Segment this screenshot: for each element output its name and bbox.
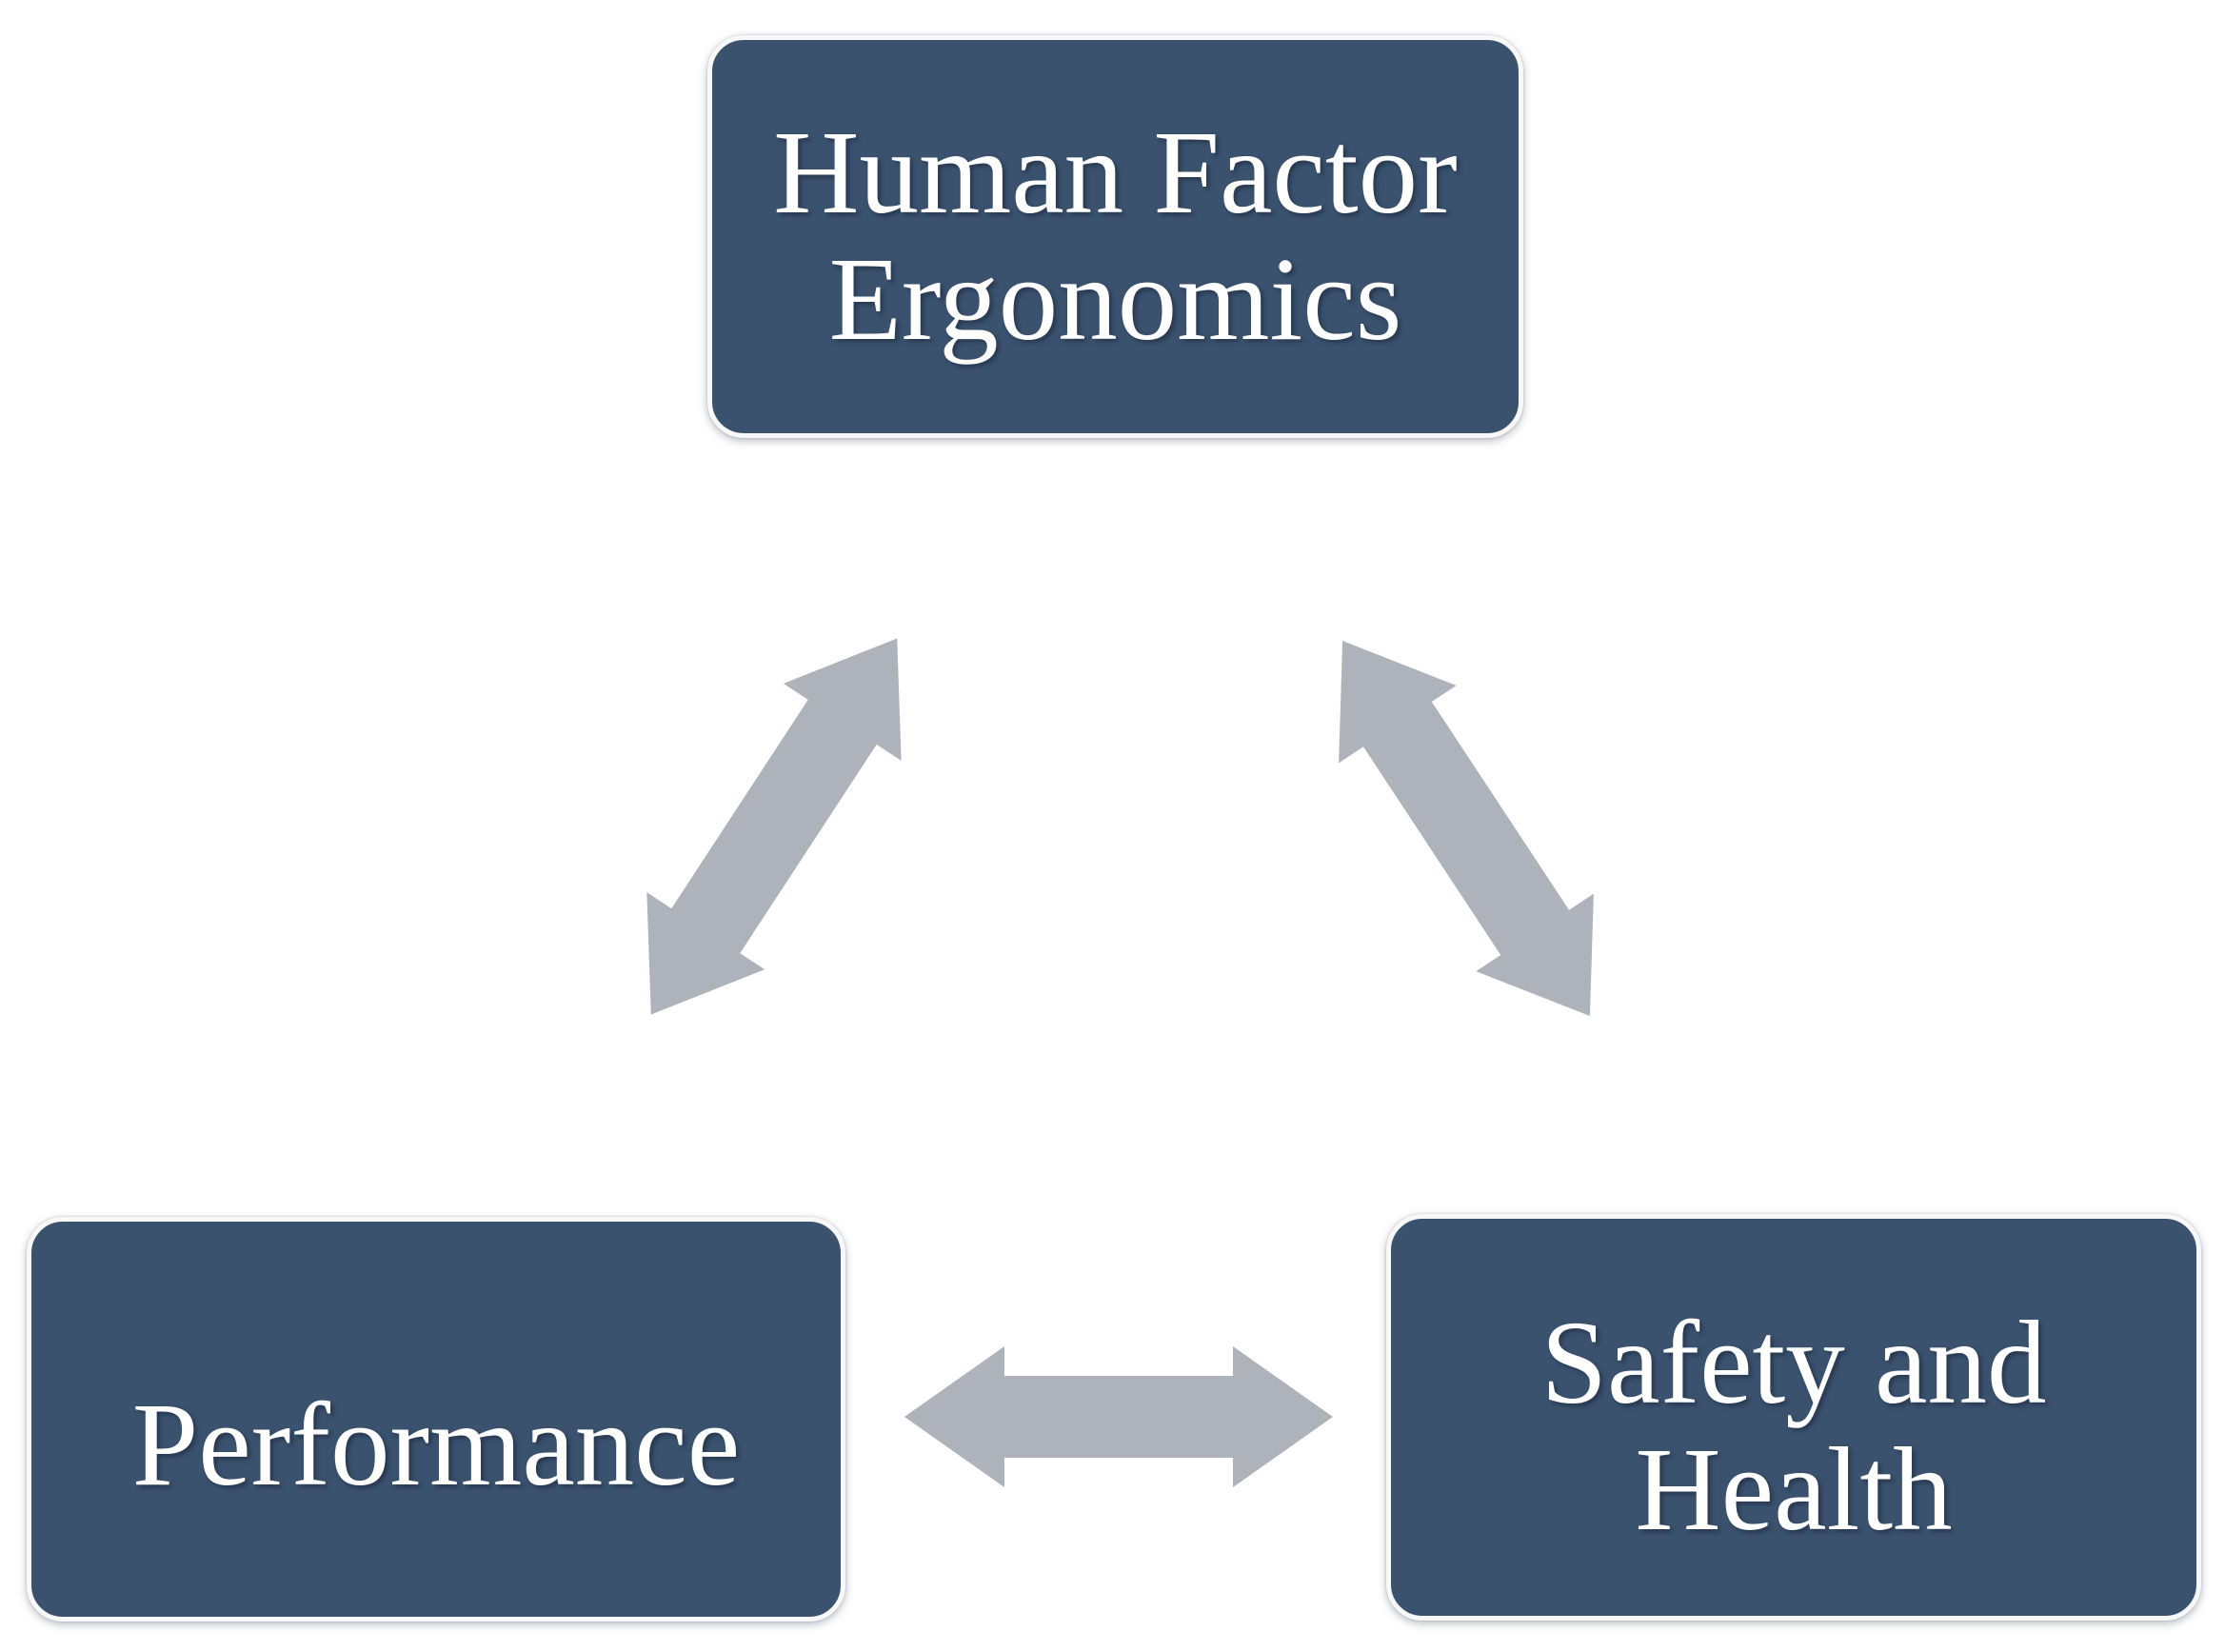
double-arrow-icon (646, 638, 902, 1015)
double-arrow-shape (646, 638, 902, 1015)
connector-hfe-performance (587, 597, 961, 1057)
double-arrow-icon (1339, 640, 1594, 1017)
double-arrow-shape (1339, 640, 1594, 1017)
double-arrow-shape (904, 1346, 1333, 1487)
node-performance: Performance (27, 1217, 845, 1622)
double-arrow-icon (904, 1346, 1333, 1487)
node-safety-and-health: Safety and Health (1386, 1214, 2201, 1621)
connector-hfe-safety (1279, 599, 1653, 1058)
node-human-factor-ergonomics: Human Factor Ergonomics (707, 35, 1523, 438)
node-performance-label: Performance (131, 1379, 741, 1511)
node-safety-and-health-label: Safety and Health (1540, 1298, 2047, 1556)
connector-performance-safety (904, 1341, 1333, 1493)
node-human-factor-ergonomics-label: Human Factor Ergonomics (773, 108, 1458, 366)
